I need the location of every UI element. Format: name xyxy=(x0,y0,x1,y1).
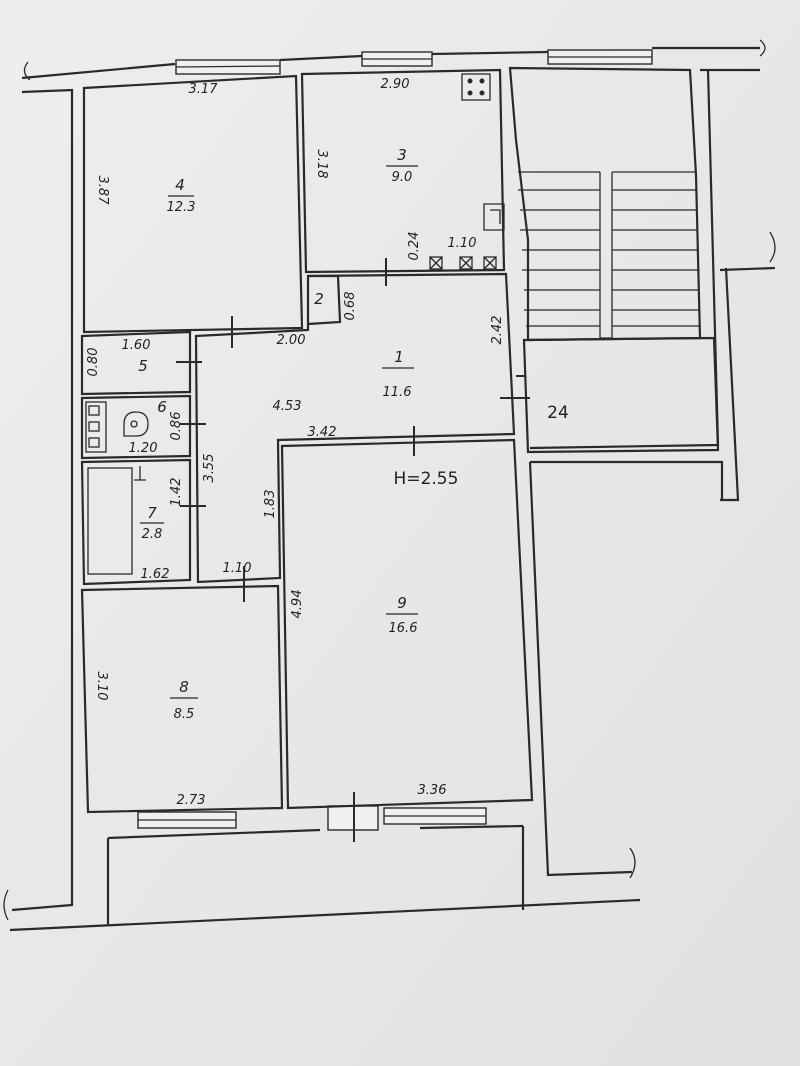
faucet-icon xyxy=(134,466,146,481)
dim-corridor-width: 1.10 xyxy=(223,561,252,576)
stove-icon xyxy=(461,73,491,101)
dim-hall-height: 0.68 xyxy=(343,292,358,321)
dim-room-3-width: 2.90 xyxy=(381,77,410,92)
room-6-number: 6 xyxy=(157,398,167,416)
room-5-outline xyxy=(80,330,192,396)
dim-hall-inner: 3.42 xyxy=(308,425,337,440)
room-7-outline xyxy=(80,458,192,586)
dim-room-3-small-b: 1.10 xyxy=(448,236,477,251)
dimension-labels: 3.17 3.87 2.90 3.18 0.24 1.10 2.00 0.68 … xyxy=(86,77,505,808)
room-8-area: 8.5 xyxy=(174,707,195,722)
room-9-outline xyxy=(280,438,534,810)
dim-room-6-height: 0.86 xyxy=(169,412,184,441)
dim-room-7-width: 1.62 xyxy=(141,567,170,582)
dim-room-9-height: 4.94 xyxy=(290,590,305,619)
dim-room-3-height: 3.18 xyxy=(314,150,329,179)
dim-corridor-lower: 1.83 xyxy=(263,490,278,519)
room-4-number: 4 xyxy=(175,176,185,194)
ceiling-height-label: H=2.55 xyxy=(394,469,459,489)
dim-room-6-width: 1.20 xyxy=(129,441,158,456)
staircase xyxy=(500,171,700,399)
room-7-number: 7 xyxy=(147,504,157,522)
dim-room-9-width: 3.36 xyxy=(418,783,447,798)
dim-room-5-width: 1.60 xyxy=(122,338,151,353)
dim-room-8-width: 2.73 xyxy=(177,793,206,808)
fixtures xyxy=(85,73,505,575)
stair-number-label: 24 xyxy=(547,403,569,423)
room-5-number: 5 xyxy=(138,357,148,375)
room-4-area: 12.3 xyxy=(167,200,196,215)
dim-room-5-height: 0.80 xyxy=(86,348,101,377)
room-7-area: 2.8 xyxy=(142,527,163,542)
dim-room-3-small-a: 0.24 xyxy=(407,232,422,261)
room-2-number: 2 xyxy=(314,290,324,308)
door-marks xyxy=(176,258,415,842)
dim-room-4-height: 3.87 xyxy=(95,176,110,206)
vent-shafts-icon xyxy=(429,256,497,270)
dim-hall-right: 2.42 xyxy=(490,316,505,345)
bathtub-icon xyxy=(87,467,133,575)
dim-hall-width: 2.00 xyxy=(277,333,306,348)
rooms xyxy=(80,66,720,814)
room-1-outline xyxy=(194,272,516,584)
outer-walls xyxy=(3,39,776,932)
dim-hall-long: 4.53 xyxy=(273,399,302,414)
room-3-number: 3 xyxy=(397,146,407,164)
stair-landing-outline xyxy=(522,336,720,454)
room-6-outline xyxy=(80,394,192,460)
room-3-outline xyxy=(300,68,506,274)
dim-room-7-height: 1.42 xyxy=(169,478,184,507)
room-8-number: 8 xyxy=(179,678,189,696)
room-1-area: 11.6 xyxy=(383,385,412,400)
room-3-area: 9.0 xyxy=(392,170,413,185)
toilet-icon xyxy=(123,411,149,437)
windows xyxy=(137,49,653,831)
room-1-number: 1 xyxy=(394,348,404,366)
dim-room-8-height: 3.10 xyxy=(94,672,109,701)
room-4-outline xyxy=(82,74,304,334)
washing-machine-icon xyxy=(85,401,107,453)
sink-icon xyxy=(483,203,505,231)
room-9-area: 16.6 xyxy=(389,621,418,636)
room-9-number: 9 xyxy=(397,594,407,612)
room-8-outline xyxy=(80,584,284,814)
dim-room-4-width: 3.17 xyxy=(189,82,219,97)
dim-corridor-height: 3.55 xyxy=(202,454,217,483)
room-2-outline xyxy=(307,274,342,326)
room-labels: 4 12.3 3 9.0 1 11.6 2 5 6 7 2.8 8 8.5 9 … xyxy=(138,146,418,722)
